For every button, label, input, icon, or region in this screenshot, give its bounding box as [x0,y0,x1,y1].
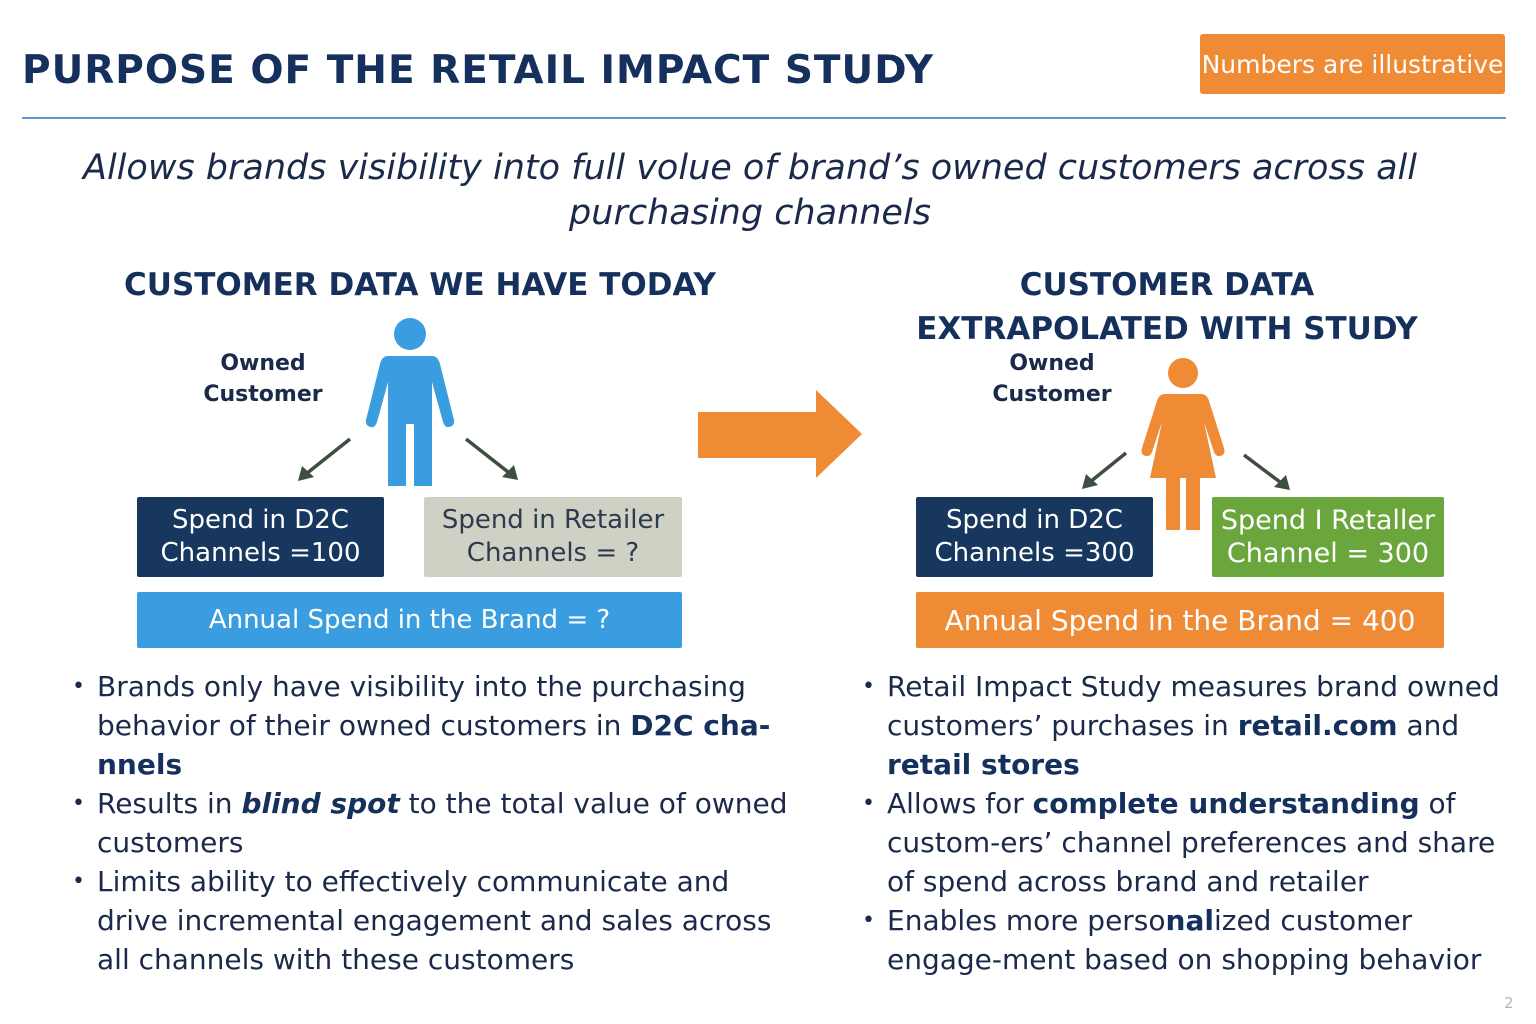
list-item: Brands only have visibility into the pur… [72,667,792,784]
right-bullet-list: Retail Impact Study measures brand owned… [862,667,1522,979]
arrow-right-icon [698,390,862,478]
right-arrow-down-right-icon [1242,453,1290,490]
badge-label: Numbers are illustrative [1201,49,1504,79]
list-item: Limits ability to effectively communicat… [72,862,792,979]
list-item: Enables more personalized customer engag… [862,901,1522,979]
right-retailer-label: Spend I Retaller Channel = 300 [1220,505,1436,569]
left-arrow-down-left-icon [298,437,352,481]
list-item: Retail Impact Study measures brand owned… [862,667,1522,784]
person-male-icon [365,318,455,486]
right-retailer-box: Spend I Retaller Channel = 300 [1212,497,1444,577]
list-item: Allows for complete understanding of cus… [862,784,1522,901]
right-arrow-down-left-icon [1082,451,1128,489]
list-item: Results in blind spot to the total value… [72,784,792,862]
right-d2c-label: Spend in D2C Channels =300 [934,505,1135,568]
left-bullet-list: Brands only have visibility into the pur… [72,667,792,979]
left-retailer-box: Spend in Retailer Channels = ? [424,497,682,577]
right-annual-label: Annual Spend in the Brand = 400 [944,603,1416,637]
header-divider [22,117,1506,119]
subtitle: Allows brands visibility into full volue… [83,148,1417,233]
page-number: 2 [1504,994,1514,1012]
left-heading: CUSTOMER DATA WE HAVE TODAY [124,267,716,303]
right-heading: CUSTOMER DATA EXTRAPOLATED WITH STUDY [916,267,1418,347]
left-annual-box: Annual Spend in the Brand = ? [137,592,682,648]
right-owned-label: Owned Customer [992,351,1112,407]
left-d2c-label: Spend in D2C Channels =100 [160,505,361,568]
right-annual-box: Annual Spend in the Brand = 400 [916,592,1444,648]
illustrative-badge: Numbers are illustrative [1200,34,1505,94]
left-arrow-down-right-icon [464,437,518,480]
left-retailer-label: Spend in Retailer Channels = ? [441,505,665,568]
person-female-icon [1141,358,1225,530]
left-d2c-box: Spend in D2C Channels =100 [137,497,384,577]
left-owned-label: Owned Customer [203,351,323,407]
left-annual-label: Annual Spend in the Brand = ? [208,604,611,635]
page-title: PURPOSE OF THE RETAIL IMPACT STUDY [22,48,934,93]
right-d2c-box: Spend in D2C Channels =300 [916,497,1153,577]
